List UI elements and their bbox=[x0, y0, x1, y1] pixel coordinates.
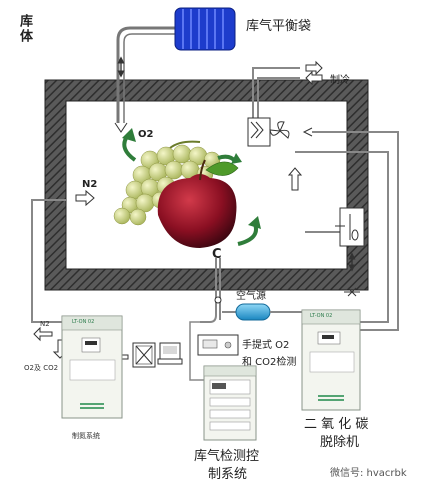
n2-cabinet-badge: LT-ON 02 bbox=[72, 319, 95, 325]
n2-outer-label: N2 bbox=[40, 320, 50, 328]
refrigeration-arrows bbox=[305, 60, 323, 86]
gas-flow-arrow-bottom bbox=[237, 216, 261, 246]
sampling-c-label: C bbox=[212, 247, 222, 262]
portable-detect-label: 手提式 O2 bbox=[242, 340, 290, 351]
return-arrow bbox=[302, 127, 313, 137]
co2-cabinet-badge: LT-ON 02 bbox=[310, 313, 333, 319]
relief-device-icon bbox=[305, 207, 365, 297]
detect-control-pipes bbox=[189, 321, 204, 381]
o2-label: O2 bbox=[138, 129, 154, 140]
n2-inner-label: N2 bbox=[82, 179, 98, 190]
fan-icon bbox=[269, 121, 290, 139]
control-panel-icon bbox=[132, 342, 156, 368]
n2-outlet-arrow bbox=[33, 326, 53, 342]
up-arrow-icon bbox=[287, 167, 303, 191]
n2-system-pipes bbox=[31, 199, 66, 323]
balance-bag-label: 库气平衡袋 bbox=[246, 19, 312, 34]
sampling-tube bbox=[200, 258, 221, 323]
detect-control-label-1: 库气检测控 bbox=[194, 449, 260, 464]
air-source-tank bbox=[222, 303, 302, 321]
balance-bag-pipe bbox=[116, 26, 175, 125]
n2-system-label: 制氮系统 bbox=[72, 432, 100, 440]
n2-generator-cabinet bbox=[61, 315, 123, 419]
n2-inlet-arrow bbox=[75, 189, 95, 207]
portable-detector-icon bbox=[197, 334, 239, 356]
o2-co2-label: O2及 CO2 bbox=[24, 364, 59, 372]
storage-room-label: 库体 bbox=[17, 14, 32, 44]
bag-pipe-inlet bbox=[114, 122, 128, 133]
co2-remover-cabinet bbox=[301, 309, 361, 411]
air-source-label: 空气源 bbox=[236, 291, 266, 302]
grapes-illustration bbox=[113, 140, 221, 226]
evaporator-icon bbox=[247, 117, 271, 147]
refrigeration-pipes bbox=[252, 67, 300, 125]
detect-control-cabinet bbox=[203, 365, 257, 441]
co2-remover-label-2: 脱除机 bbox=[320, 435, 360, 450]
gas-flow-arrow-right bbox=[217, 153, 242, 164]
detect-control-label-2: 制系统 bbox=[208, 467, 248, 482]
sampling-valve bbox=[214, 296, 222, 304]
gas-flow-arrow-top bbox=[122, 128, 137, 162]
balance-bag-icon bbox=[174, 7, 236, 51]
apple-illustration bbox=[157, 159, 239, 248]
refrigeration-label: 制冷 bbox=[330, 75, 350, 86]
portable-detect-label-2: 和 CO2检测 bbox=[242, 357, 297, 368]
co2-remover-pipes bbox=[295, 131, 399, 331]
co2-remover-label-1: 二 氧 化 碳 bbox=[304, 417, 369, 432]
watermark-label: 微信号: hvacrbk bbox=[330, 468, 407, 479]
monitor-icon bbox=[157, 342, 183, 365]
